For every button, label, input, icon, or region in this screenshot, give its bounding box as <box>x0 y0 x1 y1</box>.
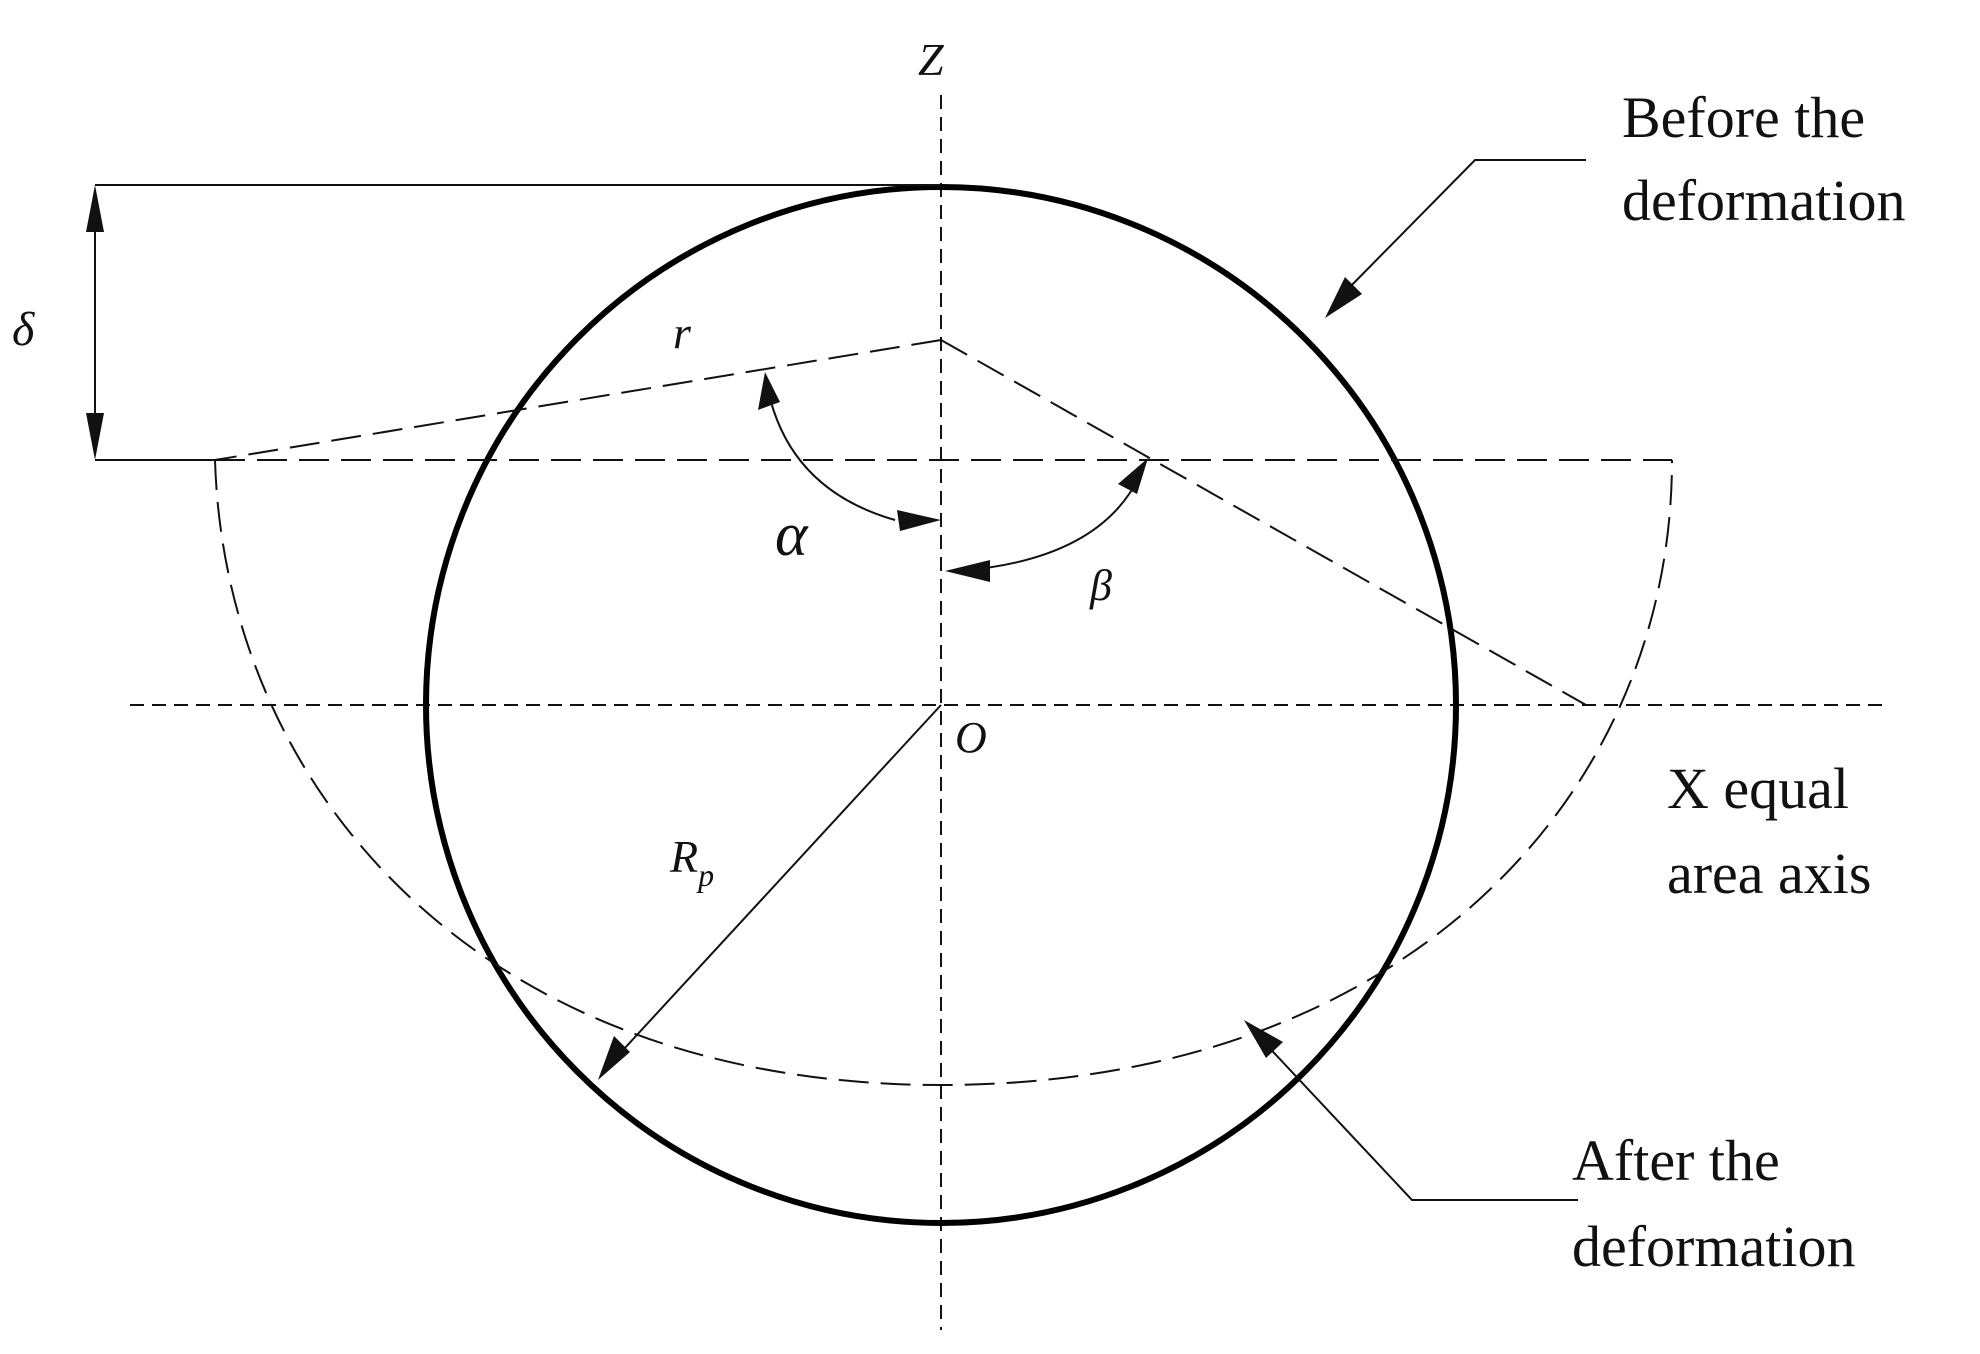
origin-label: O <box>955 713 987 762</box>
delta-arrow-bottom <box>86 413 104 460</box>
before-leader-arrow <box>1325 277 1362 318</box>
radius-line-right <box>940 339 1587 706</box>
before-deformation-label-line2: deformation <box>1622 168 1905 233</box>
after-leader-line <box>1261 1039 1578 1201</box>
alpha-label: α <box>775 501 809 569</box>
alpha-arrow-head-top <box>758 372 780 410</box>
after-leader-arrow <box>1244 1020 1283 1058</box>
r-label: r <box>673 307 692 358</box>
arc-after-deformation <box>214 459 1673 1087</box>
beta-arrow-head-top <box>1118 458 1148 494</box>
x-axis-label-line1: X equal <box>1667 756 1849 821</box>
beta-label: β <box>1089 561 1112 610</box>
rp-label: Rp <box>669 831 714 893</box>
delta-arrow-top <box>86 185 104 232</box>
before-leader-line <box>1341 159 1586 296</box>
after-deformation-label-line1: After the <box>1572 1128 1780 1193</box>
beta-arc <box>957 474 1141 572</box>
radius-line-left <box>214 339 942 461</box>
delta-label: δ <box>12 303 35 356</box>
rp-label-main: R <box>669 831 698 882</box>
after-deformation-label-line2: deformation <box>1572 1214 1855 1279</box>
rp-arrow-head <box>598 1036 630 1080</box>
rp-radius-line <box>611 704 942 1063</box>
circle-before-deformation <box>423 184 1459 1226</box>
rp-label-sub: p <box>696 857 714 893</box>
x-axis-label-line2: area axis <box>1667 841 1871 906</box>
beta-arrow-head-left <box>945 560 990 582</box>
alpha-arrow-head-right <box>897 510 941 531</box>
alpha-arc <box>767 389 896 521</box>
z-axis-label: Z <box>918 34 944 85</box>
before-deformation-label-line1: Before the <box>1622 85 1865 150</box>
